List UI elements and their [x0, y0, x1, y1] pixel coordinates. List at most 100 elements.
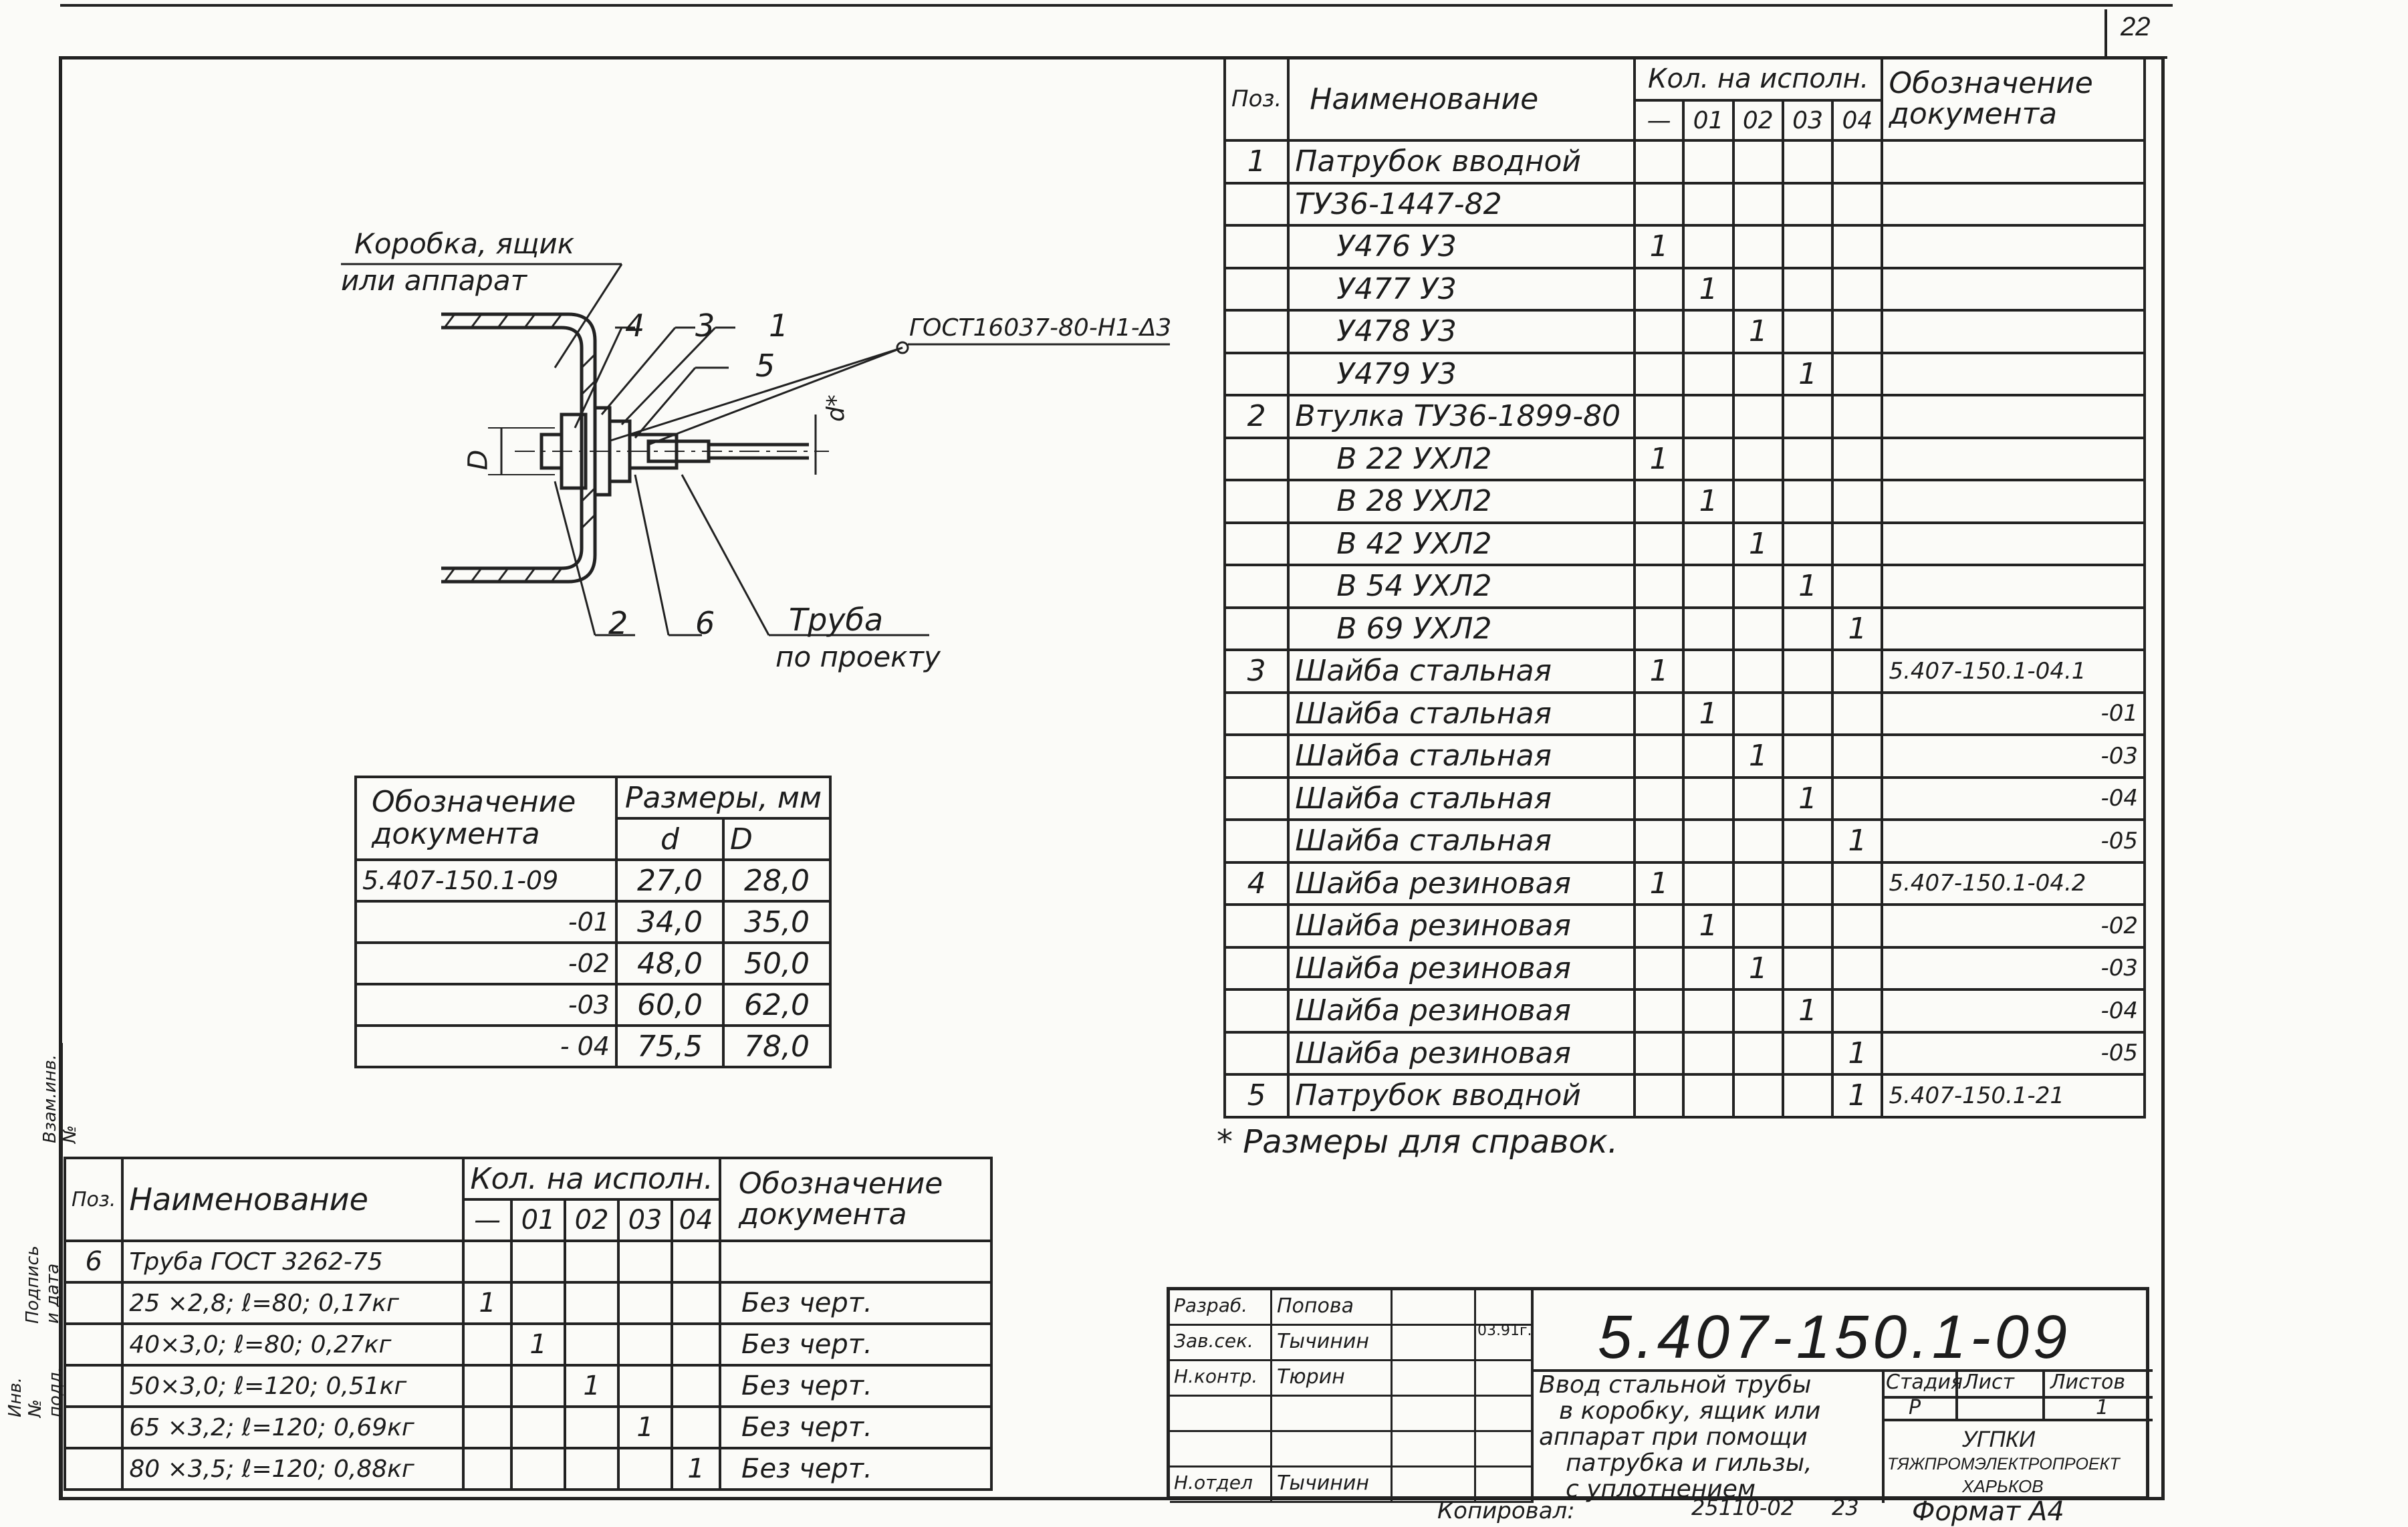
role-vline — [1391, 1432, 1393, 1467]
role-label: Н.отдел — [1174, 1472, 1253, 1494]
pipe-doc: Без черт. — [719, 1322, 993, 1367]
dims-doc: 5.407-150.1-09 — [354, 858, 618, 903]
spec-name: Шайба резиновая — [1287, 860, 1636, 906]
role-label: Зав.сек. — [1174, 1330, 1253, 1352]
pipe-h-name: Наименование — [121, 1157, 465, 1242]
pipe-qty — [617, 1447, 674, 1491]
spec-pos — [1223, 1030, 1290, 1076]
pipe-h-doc-1: Обозначение — [739, 1166, 943, 1201]
spec-name: Шайба стальная — [1287, 733, 1636, 779]
pipe-qty — [462, 1322, 513, 1367]
spec-qty: 1 — [1731, 521, 1784, 566]
role-vline — [1391, 1290, 1393, 1326]
spec-name: Шайба стальная — [1287, 691, 1636, 736]
spec-pos: 4 — [1223, 860, 1290, 906]
spec-qty — [1781, 436, 1834, 481]
spec-name: У477 У3 — [1287, 266, 1636, 312]
spec-h-doc-1: Обозначение — [1889, 66, 2093, 100]
spec-doc: -04 — [1881, 776, 2146, 821]
spec-qty: 1 — [1682, 266, 1735, 312]
spec-qty — [1781, 691, 1834, 736]
dims-doc: -02 — [354, 941, 618, 985]
spec-variant: 03 — [1781, 99, 1834, 142]
spec-qty — [1731, 1030, 1784, 1076]
side-stamp-2: Подпись и дата — [23, 1246, 63, 1324]
spec-qty — [1682, 945, 1735, 991]
spec-qty — [1682, 988, 1735, 1034]
pipe-doc: Без черт. — [719, 1405, 993, 1449]
pipe-pos — [63, 1405, 124, 1449]
spec-doc — [1881, 436, 2146, 481]
spec-pos — [1223, 818, 1290, 864]
spec-qty: 1 — [1633, 224, 1685, 269]
spec-qty — [1831, 903, 1884, 949]
assembly-drawing — [341, 263, 1170, 636]
pipe-header-row: Поз. Наименование Кол. на исполн. Обозна… — [63, 1157, 993, 1242]
spec-row: ТУ36-1447-82 — [1223, 181, 2146, 227]
spec-qty — [1682, 224, 1735, 269]
pipe-qty — [564, 1281, 620, 1325]
spec-qty — [1831, 945, 1884, 991]
spec-qty — [1731, 224, 1784, 269]
spec-qty — [1831, 394, 1884, 439]
pipe-table: Поз. Наименование Кол. на исполн. Обозна… — [63, 1157, 993, 1491]
spec-qty — [1781, 394, 1834, 439]
role-vline — [1474, 1326, 1476, 1361]
spec-qty: 1 — [1831, 1030, 1884, 1076]
spec-qty — [1831, 521, 1884, 566]
page-number: 22 — [2121, 12, 2151, 41]
spec-qty — [1731, 564, 1784, 609]
spec-qty — [1633, 266, 1685, 312]
role-vline — [1391, 1467, 1393, 1503]
pipe-qty — [564, 1322, 620, 1367]
spec-qty — [1633, 394, 1685, 439]
spec-qty — [1682, 1030, 1735, 1076]
spec-qty: 1 — [1633, 649, 1685, 694]
spec-name: Шайба резиновая — [1287, 1030, 1636, 1076]
pipe-name: 80 ×3,5; ℓ=120; 0,88кг — [121, 1447, 465, 1491]
spec-name: В 22 УХЛ2 — [1287, 436, 1636, 481]
spec-doc: -02 — [1881, 903, 2146, 949]
spec-header-row: Поз. Наименование Кол. на исполн. Обозна… — [1223, 56, 2146, 142]
spec-qty — [1731, 394, 1784, 439]
spec-qty — [1682, 818, 1735, 864]
dim-D-label: D — [463, 449, 494, 471]
spec-qty — [1781, 1030, 1834, 1076]
description-line-1: Ввод стальной трубы — [1539, 1371, 1812, 1399]
role-vline — [1391, 1326, 1393, 1361]
spec-qty: 1 — [1731, 309, 1784, 354]
spec-name: В 54 УХЛ2 — [1287, 564, 1636, 609]
spec-qty — [1831, 649, 1884, 694]
spec-qty: 1 — [1831, 818, 1884, 864]
spec-qty — [1781, 266, 1834, 312]
callout-1: 1 — [769, 308, 789, 344]
spec-qty — [1633, 479, 1685, 524]
spec-qty: 1 — [1781, 988, 1834, 1034]
spec-pos — [1223, 733, 1290, 779]
spec-pos — [1223, 521, 1290, 566]
pipe-qty — [462, 1364, 513, 1408]
dims-D: 62,0 — [722, 983, 832, 1027]
dims-D: 50,0 — [722, 941, 832, 985]
sheets-label: Листов — [2050, 1371, 2126, 1394]
spec-qty — [1633, 1073, 1685, 1119]
spec-qty — [1781, 309, 1834, 354]
spec-pos — [1223, 479, 1290, 524]
spec-qty — [1731, 606, 1784, 651]
spec-qty — [1682, 776, 1735, 821]
spec-qty: 1 — [1682, 479, 1735, 524]
pipe-h-doc: Обозначение документа — [719, 1157, 993, 1242]
spec-qty — [1633, 691, 1685, 736]
spec-name: Шайба резиновая — [1287, 903, 1636, 949]
spec-doc: 5.407-150.1-04.1 — [1881, 649, 2146, 694]
